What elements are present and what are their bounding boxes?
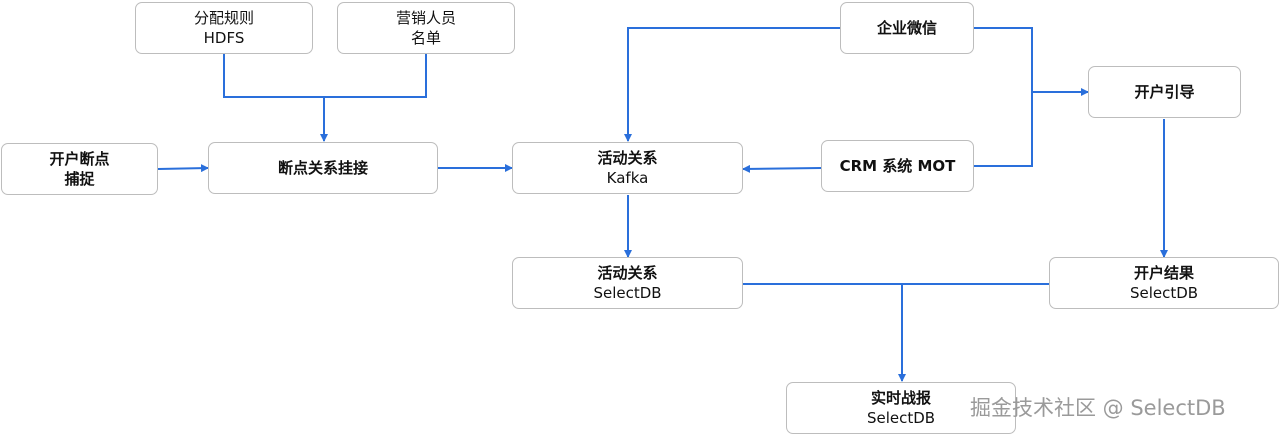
node-huodong-kafka: 活动关系 Kafka [512,142,743,194]
node-huodong-selectdb: 活动关系 SelectDB [512,257,743,309]
node-kaihuyindao: 开户引导 [1088,66,1241,118]
watermark: 掘金技术社区 @ SelectDB [970,396,1226,420]
node-yingxiao-line2: 名单 [410,29,441,47]
edge-qiyeweixin-to-kafka [624,27,840,142]
node-huodong-selectdb-line1: 活动关系 [597,264,658,282]
edge-crm-to-kafka [742,164,822,173]
node-shishizhanbao: 实时战报 SelectDB [786,382,1016,434]
node-shishizhanbao-line2: SelectDB [866,409,936,427]
edge-qiyeweixin-to-kaihuyindao [974,27,1089,96]
node-qiyeweixin: 企业微信 [840,2,974,54]
node-kaihujieguo-line2: SelectDB [1129,284,1199,302]
edge-fenpei-merge [223,54,427,98]
node-fenpei-line1: 分配规则 [193,9,254,27]
node-yingxiao-line1: 营销人员 [395,9,456,27]
node-kaihujieguo: 开户结果 SelectDB [1049,257,1279,309]
node-yingxiao-mingdan: 营销人员 名单 [337,2,515,54]
node-fenpei-hdfs: 分配规则 HDFS [135,2,313,54]
node-shishizhanbao-line1: 实时战报 [870,389,931,407]
node-fenpei-line2: HDFS [203,29,245,47]
edge-crm-to-kaihuyindao [974,92,1033,167]
node-kaihuduandian: 开户断点 捕捉 [1,143,158,195]
node-huodong-kafka-line1: 活动关系 [597,149,658,167]
node-kaihuyindao-line1: 开户引导 [1134,83,1195,101]
edge-kaihuduandian-to-duandianguanxi [157,164,209,173]
node-duandianguanxi: 断点关系挂接 [208,142,438,194]
node-huodong-selectdb-line2: SelectDB [593,284,662,302]
node-kaihuduandian-line1: 开户断点 [49,150,110,168]
node-crm-line1: CRM 系统 MOT [839,157,956,175]
node-huodong-kafka-line2: Kafka [606,169,649,187]
node-qiyeweixin-line1: 企业微信 [876,19,937,37]
node-kaihujieguo-line1: 开户结果 [1133,264,1194,282]
node-duandianguanxi-line1: 断点关系挂接 [277,159,368,177]
node-crm-mot: CRM 系统 MOT [821,140,974,192]
node-kaihuduandian-line2: 捕捉 [64,170,95,188]
